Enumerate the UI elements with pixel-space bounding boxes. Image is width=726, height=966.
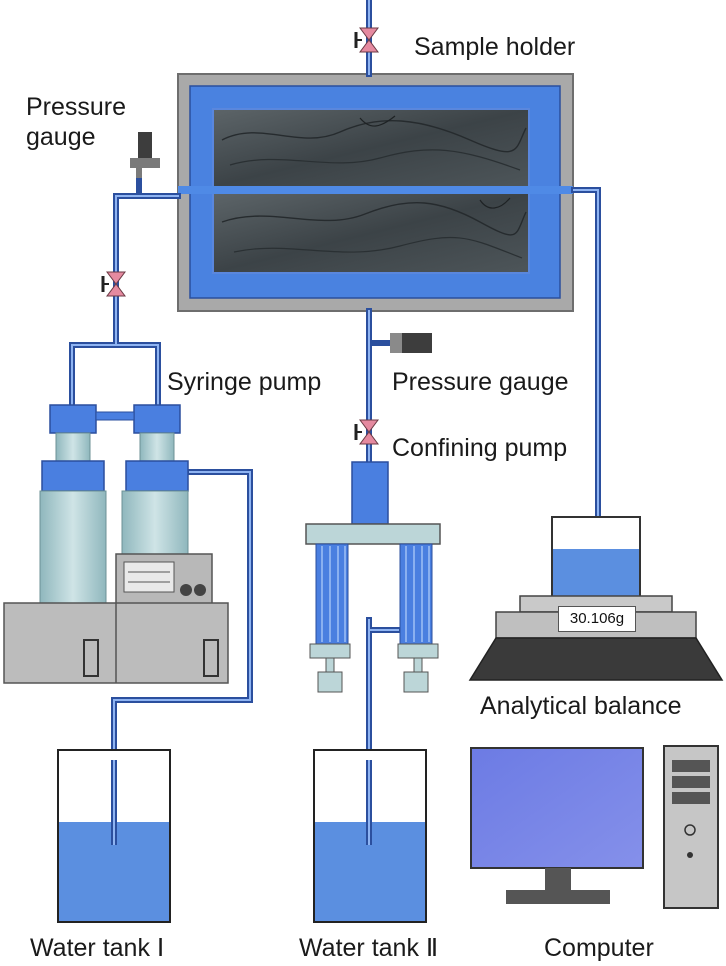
analytical-balance xyxy=(468,516,724,681)
balance-beaker-water xyxy=(553,549,639,596)
label-water-tank-1: Water tank Ⅰ xyxy=(30,934,165,962)
confining-pump xyxy=(305,461,441,693)
label-pressure-gauge-top: Pressure gauge xyxy=(26,93,127,151)
computer xyxy=(470,745,719,909)
label-confining-pump: Confining pump xyxy=(392,434,568,462)
valve-syringe-line[interactable] xyxy=(101,271,126,297)
label-analytical-balance: Analytical balance xyxy=(480,692,682,720)
balance-readout: 30.106g xyxy=(558,606,636,632)
pressure-gauge-mid xyxy=(390,333,432,353)
pressure-gauge-top xyxy=(130,132,160,178)
computer-tower xyxy=(663,745,719,909)
label-syringe-pump: Syringe pump xyxy=(167,368,322,396)
rock-core-sample xyxy=(214,110,528,272)
monitor xyxy=(470,747,644,904)
label-sample-holder: Sample holder xyxy=(414,33,576,61)
label-pressure-gauge-mid: Pressure gauge xyxy=(392,368,569,396)
sample-holder xyxy=(177,73,574,312)
valve-top[interactable] xyxy=(354,27,379,53)
syringe-pump xyxy=(3,404,229,684)
label-water-tank-2: Water tank Ⅱ xyxy=(299,934,439,962)
label-computer: Computer xyxy=(544,934,654,962)
valve-confining-line[interactable] xyxy=(354,419,379,445)
